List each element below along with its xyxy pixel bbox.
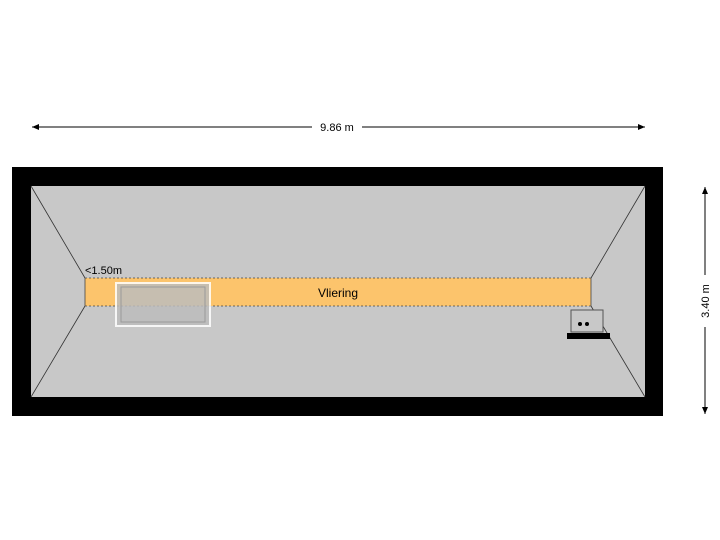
roof-line-bottom-left bbox=[30, 305, 86, 398]
depth-dimension: 3.40 m bbox=[700, 187, 712, 414]
roof-line-top-right bbox=[590, 185, 646, 279]
roof-line-top-left bbox=[30, 185, 86, 279]
width-label: 9.86 m bbox=[320, 122, 354, 134]
depth-label: 3.40 m bbox=[700, 284, 712, 318]
height-note: <1.50m bbox=[85, 265, 122, 277]
width-dimension: 9.86 m bbox=[32, 122, 645, 134]
skylight-icon bbox=[115, 282, 211, 327]
room-label: Vliering bbox=[318, 286, 358, 300]
chimney-icon bbox=[567, 309, 610, 339]
